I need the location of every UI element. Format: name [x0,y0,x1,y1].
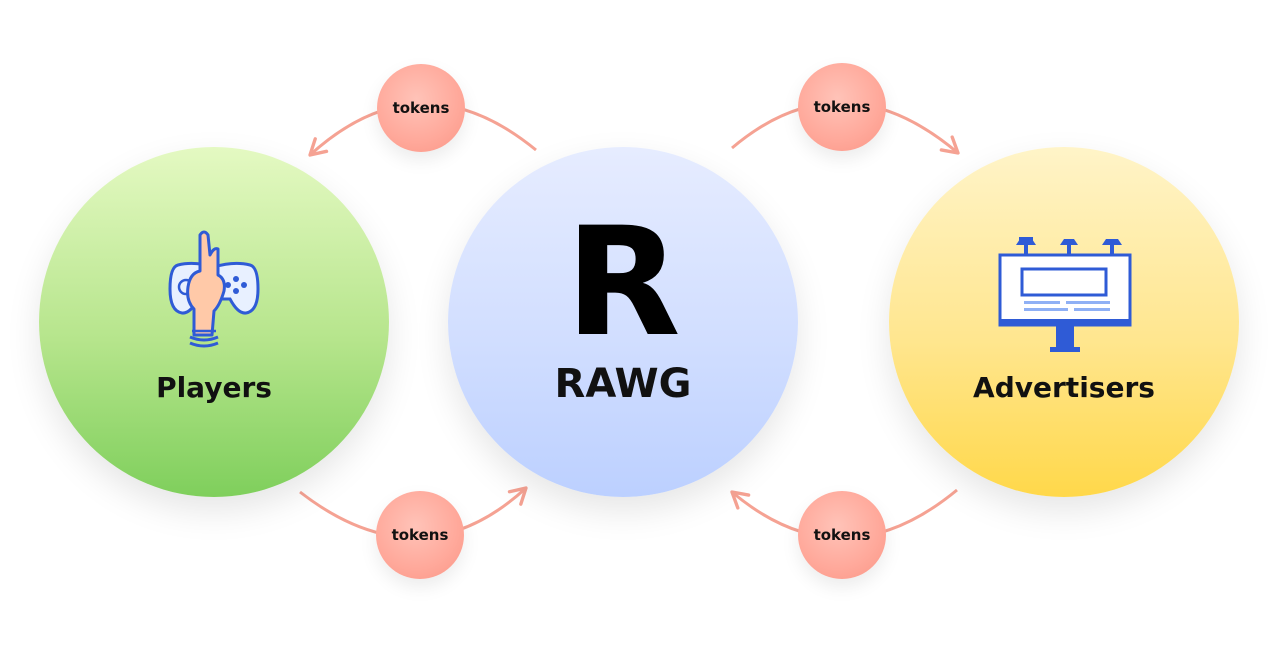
token-badge-players-to-rawg: tokens [376,491,464,579]
players-label: Players [156,371,272,404]
rawg-logo: R [565,196,681,370]
rawg-label: RAWG [554,361,692,407]
rawg-node: R RAWG [448,147,798,497]
billboard-icon [998,237,1132,352]
advertisers-label: Advertisers [973,371,1155,404]
gamepad-hand-icon [168,230,260,348]
token-badge-rawg-to-players: tokens [377,64,465,152]
advertisers-node: Advertisers [889,147,1239,497]
players-node: Players [39,147,389,497]
token-badge-advertisers-to-rawg: tokens [798,491,886,579]
token-badge-rawg-to-advertisers: tokens [798,63,886,151]
